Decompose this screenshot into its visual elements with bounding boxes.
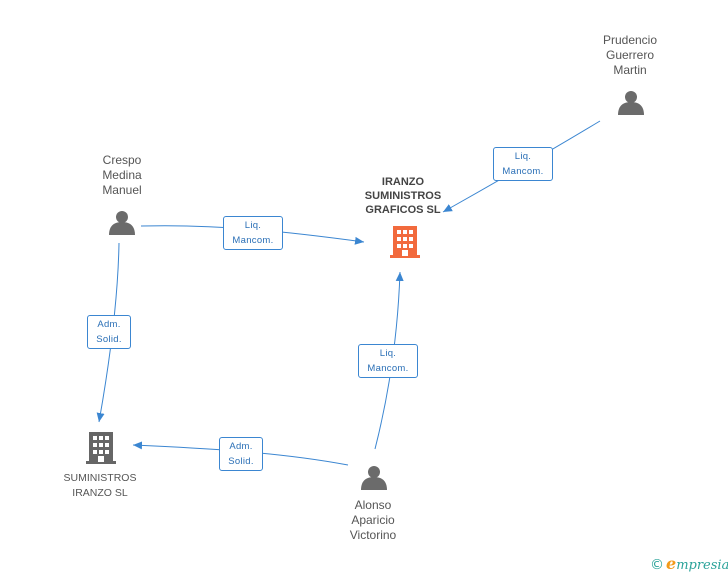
node-label-prudencio[interactable]: Prudencio Guerrero Martin	[602, 33, 658, 77]
person-icon[interactable]	[618, 91, 644, 115]
edge-label-crespo-iranzo[interactable]: Liq. Mancom.	[223, 216, 283, 250]
edge-label-alonso-iranzo[interactable]: Liq. Mancom.	[358, 344, 418, 378]
edge-label-line: Liq.	[379, 348, 397, 359]
person-icon[interactable]	[361, 466, 387, 490]
edge-label-line: Mancom.	[367, 363, 409, 374]
edge-label-line: Liq.	[514, 151, 532, 162]
edge-label-prudencio-iranzo[interactable]: Liq. Mancom.	[493, 147, 553, 181]
edge-label-line: Solid.	[96, 334, 122, 345]
empresia-logo[interactable]: ©empresia	[650, 554, 728, 573]
edge-label-line: Solid.	[228, 456, 254, 467]
edge-label-crespo-suministros[interactable]: Adm. Solid.	[87, 315, 131, 349]
brand-name: mpresia	[676, 558, 728, 573]
edge-label-alonso-suministros[interactable]: Adm. Solid.	[219, 437, 263, 471]
brand-initial: e	[666, 554, 677, 573]
person-icon[interactable]	[109, 211, 135, 235]
edge-label-line: Mancom.	[502, 166, 544, 177]
edge-label-line: Adm.	[229, 441, 253, 452]
node-label-iranzo-graficos[interactable]: IRANZO SUMINISTROS GRAFICOS SL	[364, 176, 442, 216]
edge-label-line: Liq.	[244, 220, 262, 231]
building-icon[interactable]	[390, 226, 420, 258]
node-label-crespo[interactable]: Crespo Medina Manuel	[102, 153, 142, 197]
node-label-alonso[interactable]: Alonso Aparicio Victorino	[349, 498, 397, 542]
edge-label-line: Adm.	[97, 319, 121, 330]
building-icon[interactable]	[86, 432, 116, 464]
node-label-suministros-iranzo[interactable]: SUMINISTROS IRANZO SL	[63, 472, 137, 499]
edge-label-line: Mancom.	[232, 235, 274, 246]
copyright-icon: ©	[650, 557, 664, 573]
